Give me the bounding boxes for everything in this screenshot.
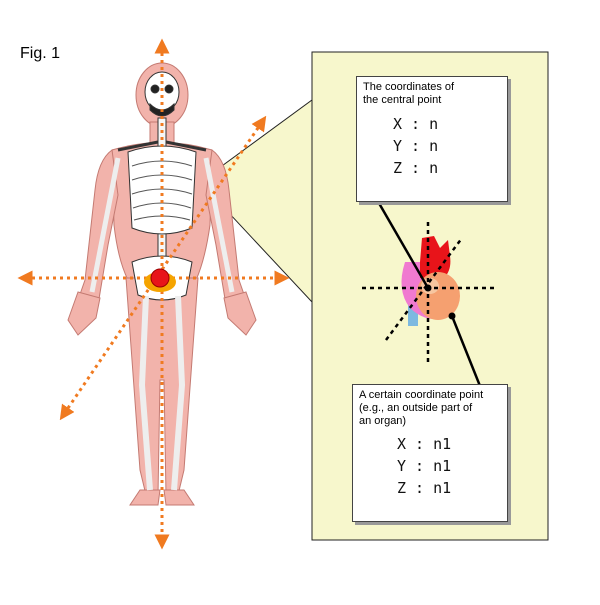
central-z: Z : n [393,159,439,177]
point-z: Z : n1 [397,479,452,497]
central-point-title: The coordinates of the central point [363,81,507,107]
central-y: Y : n [393,137,439,155]
point-y: Y : n1 [397,457,452,475]
depth-axis-arrow [59,115,267,421]
point-title-line3: an organ) [359,415,407,427]
pointer-to-point [450,315,482,387]
central-coordinates: X : n Y : n Z : n [393,113,507,179]
vessel-blue [408,300,418,326]
origin-point [150,268,170,288]
central-title-line2: the central point [363,94,442,106]
point-coordinates: X : n1 Y : n1 Z : n1 [397,433,507,499]
right-hand [223,291,257,336]
central-title-line1: The coordinates of [363,81,455,93]
point-x: X : n1 [397,435,452,453]
zoom-depth-axis [384,237,464,341]
coordinate-point-title: A certain coordinate point (e.g., an out… [359,389,507,428]
central-point-box: The coordinates of the central point X :… [356,76,508,202]
central-x: X : n [393,115,439,133]
left-hand [67,291,101,336]
right-eye-socket [164,84,174,94]
left-arm [77,149,119,306]
legs [125,277,199,496]
pointer-lines [374,197,482,387]
figure-label: Fig. 1 [20,45,61,62]
left-eye-socket [150,84,160,94]
body-origin [144,268,176,292]
point-title-line1: A certain coordinate point [359,389,484,401]
coordinate-point-box: A certain coordinate point (e.g., an out… [352,384,508,522]
pointer-to-central [374,197,430,289]
aorta [420,236,451,278]
central-point-dot [424,284,432,292]
outside-point-dot [448,312,456,320]
point-title-line2: (e.g., an outside part of [359,402,473,414]
